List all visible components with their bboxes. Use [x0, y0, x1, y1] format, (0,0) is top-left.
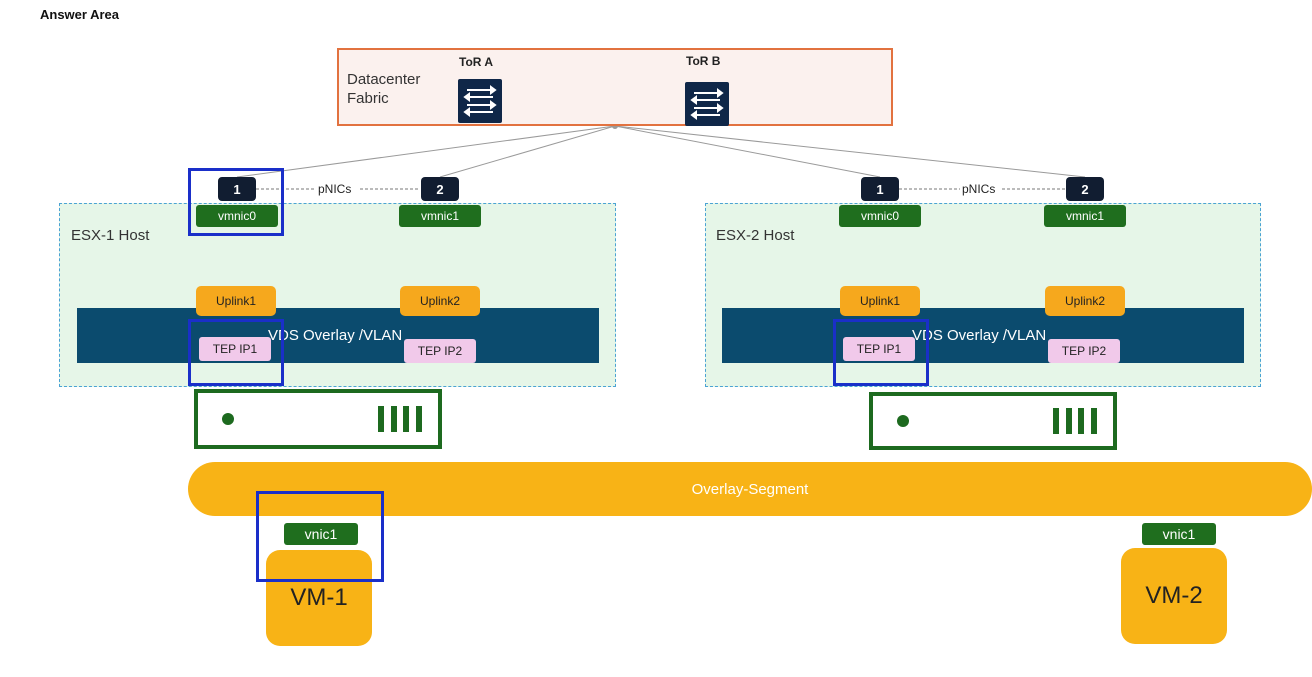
tor-a-label: ToR A [459, 55, 493, 69]
esx1-pnic-2[interactable]: 2 [421, 177, 459, 201]
vm1-vnic1[interactable]: vnic1 [284, 523, 358, 545]
esx2-uplink1[interactable]: Uplink1 [840, 286, 920, 316]
overlay-segment-bar[interactable]: Overlay-Segment [188, 462, 1312, 516]
esx2-host-label: ESX-2 Host [716, 227, 795, 244]
esx2-tep-highlight-box [833, 319, 929, 386]
fabric-to-esx2-pnic2-line [614, 125, 1086, 178]
esx2-server-icon [869, 392, 1117, 450]
esx2-server-led-icon [897, 415, 909, 427]
fabric-to-esx1-pnic2-line [439, 125, 616, 178]
esx1-tep-ip2[interactable]: TEP IP2 [404, 339, 476, 363]
esx2-vds-label: VDS Overlay /VLAN [912, 327, 1047, 344]
esx1-server-led-icon [222, 413, 234, 425]
overlay-segment-label: Overlay-Segment [691, 480, 809, 498]
esx1-tep-highlight-box [188, 319, 284, 386]
esx2-vmnic1[interactable]: vmnic1 [1044, 205, 1126, 227]
tor-a-switch-icon[interactable] [458, 79, 502, 123]
esx1-pnic-1[interactable]: 1 [218, 177, 256, 201]
fabric-to-esx2-pnic1-line [614, 125, 881, 178]
esx1-uplink2[interactable]: Uplink2 [400, 286, 480, 316]
tor-b-label: ToR B [686, 54, 721, 68]
esx2-tep-ip1[interactable]: TEP IP1 [843, 337, 915, 361]
esx1-pnics-label: pNICs [318, 182, 352, 196]
fabric-to-esx1-pnic1-line [236, 125, 616, 178]
tor-b-switch-icon[interactable] [685, 82, 729, 126]
esx1-server-bars-icon [378, 406, 422, 432]
esx1-vmnic1[interactable]: vmnic1 [399, 205, 481, 227]
esx2-server-bars-icon [1053, 408, 1097, 434]
esx2-uplink2[interactable]: Uplink2 [1045, 286, 1125, 316]
vm1-box[interactable]: VM-1 [266, 550, 372, 646]
esx2-pnic-1[interactable]: 1 [861, 177, 899, 201]
vm2-vnic1[interactable]: vnic1 [1142, 523, 1216, 545]
esx1-host-label: ESX-1 Host [71, 227, 150, 244]
esx1-pnic-highlight-box [188, 168, 284, 236]
esx1-uplink1[interactable]: Uplink1 [196, 286, 276, 316]
answer-area-title: Answer Area [40, 7, 119, 22]
esx1-vds-bar [77, 308, 599, 363]
datacenter-fabric-box [337, 48, 893, 126]
esx2-tep-ip2[interactable]: TEP IP2 [1048, 339, 1120, 363]
vm2-box[interactable]: VM-2 [1121, 548, 1227, 644]
vm1-vnic-highlight-box [256, 491, 384, 582]
esx2-pnics-label: pNICs [962, 182, 996, 196]
esx1-server-icon [194, 389, 442, 449]
esx1-tep-ip1[interactable]: TEP IP1 [199, 337, 271, 361]
esx1-vmnic0[interactable]: vmnic0 [196, 205, 278, 227]
fabric-label: Datacenter Fabric [347, 71, 421, 107]
esx2-vmnic0[interactable]: vmnic0 [839, 205, 921, 227]
esx2-pnic-2[interactable]: 2 [1066, 177, 1104, 201]
esx2-vds-bar [722, 308, 1244, 363]
esx1-vds-label: VDS Overlay /VLAN [268, 327, 403, 344]
